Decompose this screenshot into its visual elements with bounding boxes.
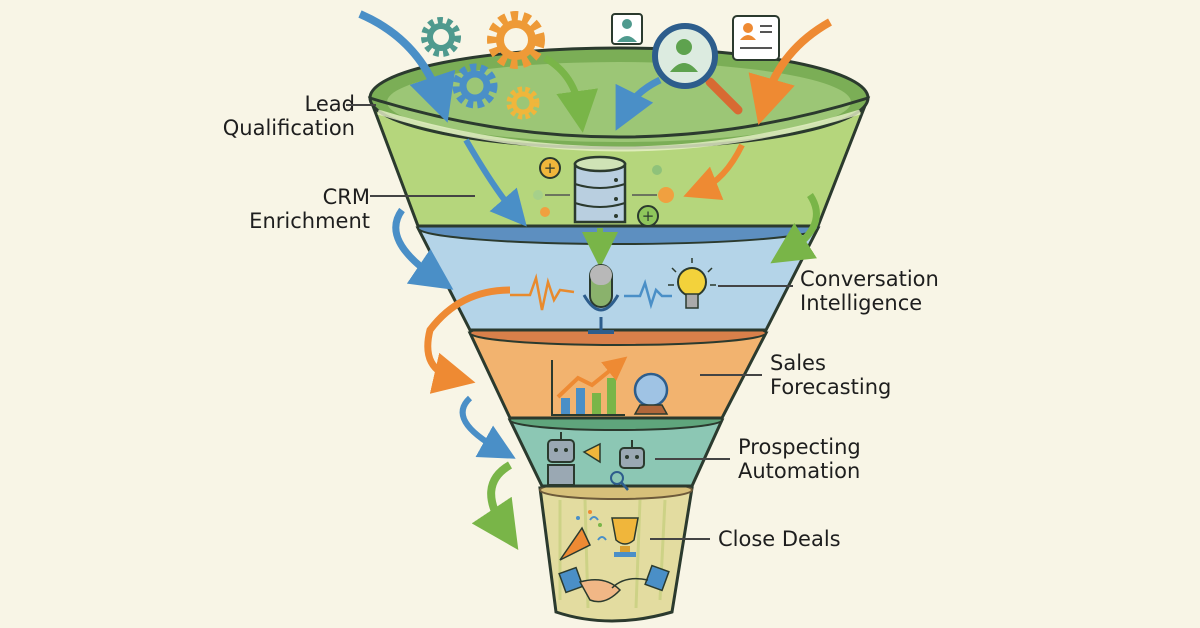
arrow-icon: [463, 138, 527, 227]
label-crm-enrichment: CRM Enrichment: [200, 185, 370, 233]
label-line: Intelligence: [800, 291, 923, 315]
label-line: CRM: [322, 185, 370, 209]
label-sales-forecasting: Sales Forecasting: [770, 351, 970, 399]
party-popper-icon: [559, 510, 607, 561]
arrow-icon: [543, 54, 598, 133]
arrow-icon: [770, 193, 820, 264]
funnel-stage-conversation-intelligence: [415, 211, 821, 332]
handshake-icon: [558, 564, 670, 603]
crystal-ball-icon: [633, 372, 669, 415]
label-line: Sales: [770, 351, 826, 375]
label-line: Forecasting: [770, 375, 892, 399]
label-line: Prospecting: [738, 435, 861, 459]
label-line: Lead: [304, 92, 355, 116]
funnel-stage-prospecting-automation: [507, 409, 725, 488]
database-icon: [573, 155, 627, 224]
plus-node-icon: + +: [533, 157, 674, 227]
soundwave-icon: [624, 278, 672, 310]
arrow-icon: [683, 143, 745, 201]
svg-text:+: +: [642, 207, 655, 225]
leader-line: [346, 104, 376, 106]
arrow-icon: [748, 18, 832, 126]
robot-magnifier-icon: [610, 440, 645, 491]
funnel-stage-sales-forecasting: [467, 320, 769, 420]
gear-icon: [487, 11, 545, 69]
robot-megaphone-icon: [547, 432, 601, 486]
arrow-icon: [392, 207, 454, 290]
magnifier-person-icon: [652, 23, 743, 115]
leader-line: [370, 195, 475, 197]
leader-line: [700, 374, 762, 376]
leader-line: [650, 538, 710, 540]
funnel-stage-close-deals: [538, 480, 694, 623]
trophy-icon: [611, 517, 639, 557]
soundwave-icon: [510, 273, 575, 311]
arrow-icon: [358, 10, 456, 123]
arrow-icon: [459, 395, 516, 459]
profile-card-icon: [732, 15, 780, 61]
arrow-icon: [615, 76, 662, 131]
microphone-icon: [582, 264, 620, 334]
bar-chart-trend-icon: [551, 356, 628, 416]
gear-icon: [452, 63, 498, 109]
gear-icon: [506, 86, 540, 120]
label-prospecting-automation: Prospecting Automation: [738, 435, 938, 483]
label-line: Qualification: [222, 116, 355, 140]
lightbulb-icon: [668, 258, 716, 309]
gear-icon: [421, 17, 461, 57]
leader-line: [718, 285, 793, 287]
label-close-deals: Close Deals: [718, 527, 918, 551]
label-line: Enrichment: [249, 209, 370, 233]
arrow-icon: [424, 286, 511, 394]
arrow-icon: [471, 461, 519, 550]
leader-line: [655, 458, 730, 460]
label-line: Automation: [738, 459, 861, 483]
label-lead-qualification: Lead Qualification: [200, 92, 355, 140]
label-conversation-intelligence: Conversation Intelligence: [800, 267, 1000, 315]
svg-text:+: +: [544, 159, 557, 177]
label-line: Close Deals: [718, 527, 841, 551]
chat-person-icon: [611, 13, 643, 45]
label-line: Conversation: [800, 267, 939, 291]
